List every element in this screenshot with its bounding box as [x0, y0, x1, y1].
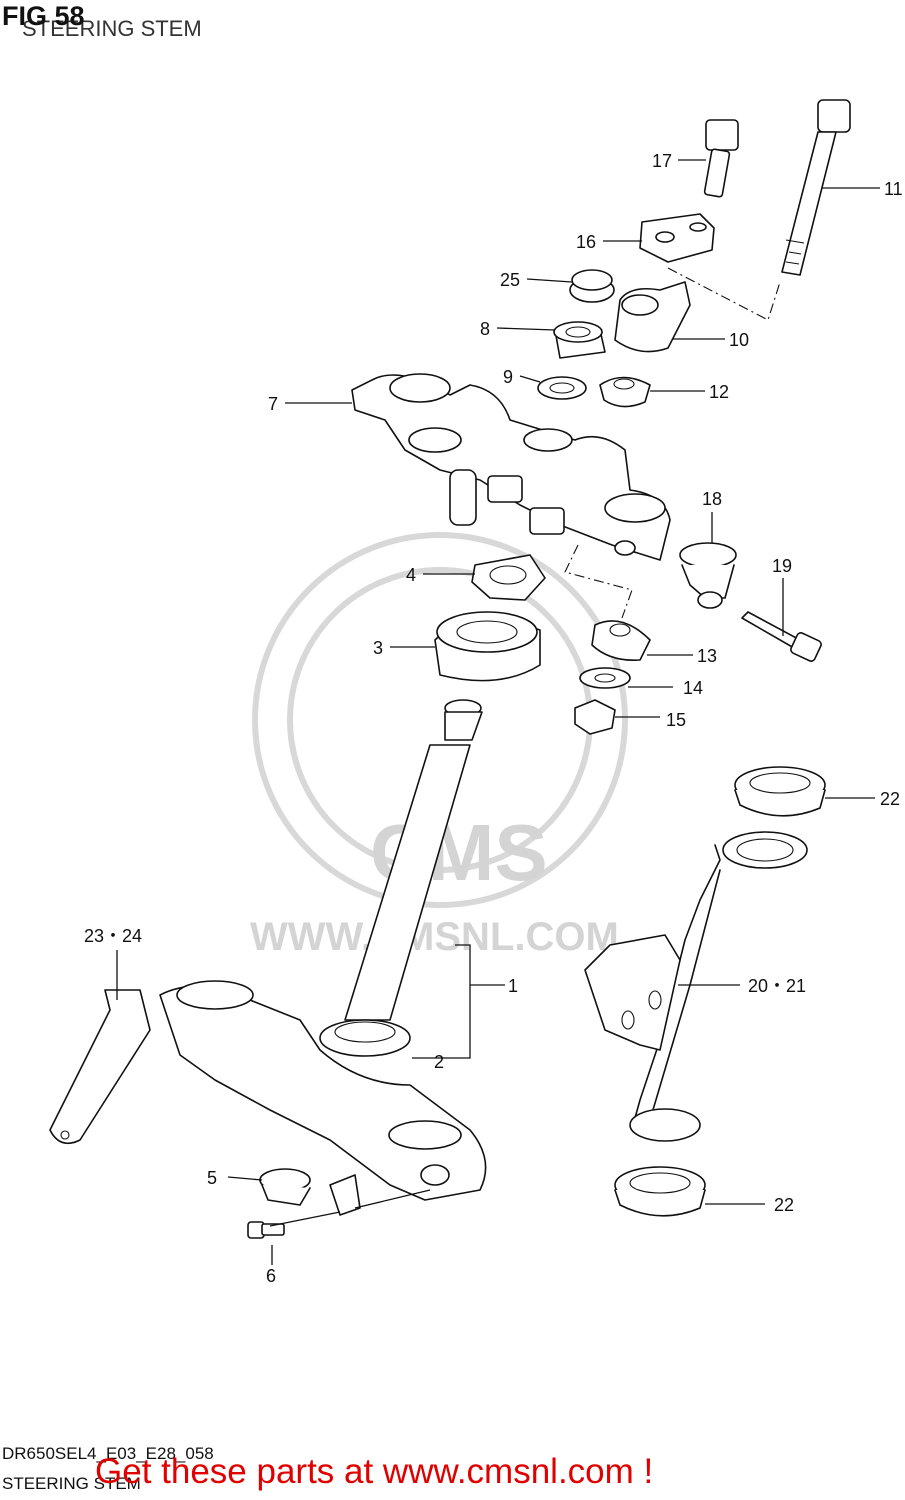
get-parts-link[interactable]: Get these parts at www.cmsnl.com !: [95, 1452, 654, 1491]
part-9-washer: [537, 376, 587, 400]
leader-lines: [116, 159, 880, 1265]
part-25-cap: [569, 269, 615, 303]
callout-16: 16: [576, 232, 596, 252]
callout-15: 15: [666, 710, 686, 730]
part-22-lower-grommet: [614, 1166, 706, 1217]
callout-8: 8: [480, 319, 490, 339]
callout-18: 18: [702, 489, 722, 509]
footer-subtitle: STEERING STEM: [2, 1474, 141, 1493]
callout-19: 19: [772, 556, 792, 576]
part-5-grommet: [259, 1168, 361, 1216]
callout-1: 1: [508, 976, 518, 996]
callout-10: 10: [729, 330, 749, 350]
callout-4: 4: [406, 565, 416, 585]
callout-12: 12: [709, 382, 729, 402]
part-22-upper-grommet: [734, 766, 826, 817]
callout-13: 13: [697, 646, 717, 666]
part-8-nut: [553, 321, 606, 359]
part-19-bolt: [741, 611, 822, 662]
callout-14: 14: [683, 678, 703, 698]
part-6-screw: [247, 1221, 285, 1239]
part-15-nut: [574, 699, 616, 735]
part-lower-bracket: [159, 980, 487, 1201]
part-10-holder: [614, 281, 691, 353]
part-3-bearing: [434, 611, 541, 682]
part-2-seal: [319, 1019, 411, 1057]
part-1-steering-stem: [344, 699, 483, 1021]
callout-23-24: 23・24: [84, 926, 142, 946]
part-18-boot: [679, 542, 737, 609]
callout-22-upper: 22: [880, 789, 900, 809]
diagram-code: DR650SEL4_E03_E28_058: [2, 1444, 214, 1463]
part-20-21-bracket: [584, 831, 808, 1142]
callout-20-21: 20・21: [748, 976, 806, 996]
callout-3: 3: [373, 638, 383, 658]
callout-5: 5: [207, 1168, 217, 1188]
figure-label: FIG 58: [2, 1, 85, 31]
part-4-nut: [471, 554, 546, 601]
part-11-long-bolt: [781, 99, 851, 276]
callout-11: 11: [884, 179, 903, 199]
part-12-cushion: [599, 376, 651, 408]
callout-labels: 17 11 16 25 8 10 9 12 7 18 19 4 3 13 14 …: [84, 151, 903, 1286]
alignment-lines: [564, 267, 781, 619]
callout-6: 6: [266, 1266, 276, 1286]
part-7-upper-bracket: [351, 373, 671, 561]
callout-17: 17: [652, 151, 672, 171]
callout-9: 9: [503, 367, 513, 387]
watermark-url: WWW.CMSNL.COM: [250, 915, 619, 959]
callout-2: 2: [434, 1052, 444, 1072]
part-17-bolt: [703, 119, 739, 198]
part-13-damper: [591, 620, 651, 662]
callout-7: 7: [268, 394, 278, 414]
callout-25: 25: [500, 270, 520, 290]
callout-22-lower: 22: [774, 1195, 794, 1215]
part-16-holder: [639, 213, 715, 263]
part-14-washer: [579, 667, 631, 689]
page-subtitle: STEERING STEM: [22, 16, 202, 41]
part-23-24-bracket: [49, 989, 151, 1145]
